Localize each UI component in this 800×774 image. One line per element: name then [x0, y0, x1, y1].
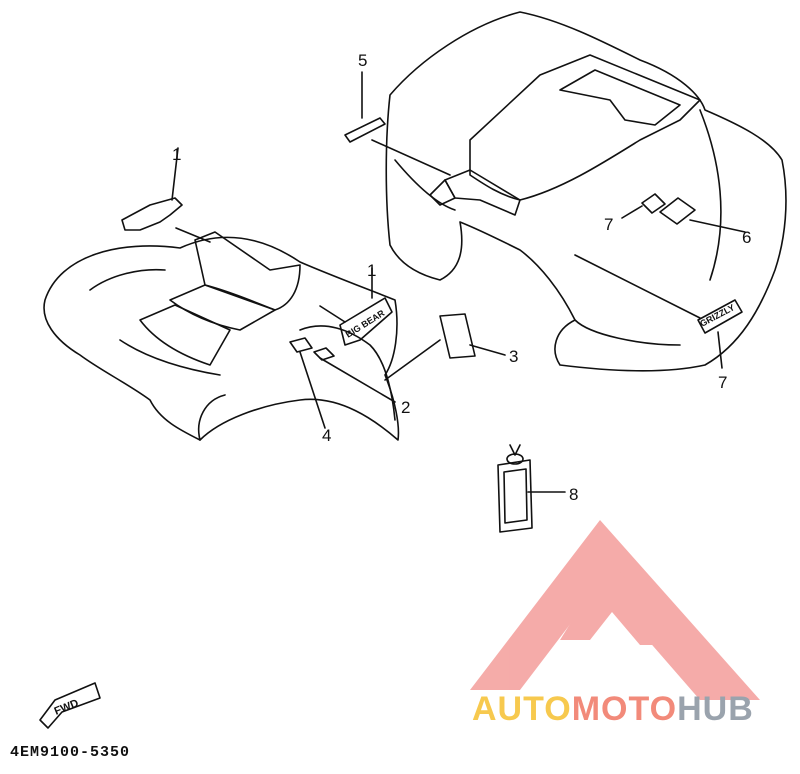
front-fender [43, 231, 400, 441]
rear-decal-6 [659, 197, 696, 225]
rear-decal-5 [344, 117, 386, 143]
diagram-code: 4EM9100-5350 [10, 744, 131, 761]
watermark-brand: AUTOMOTOHUB [472, 690, 754, 729]
callout-1-front: 1 [172, 145, 181, 164]
decal-3 [439, 313, 476, 359]
callout-8: 8 [569, 485, 578, 504]
front-emblem-decal [121, 197, 183, 231]
rear-fender [385, 11, 787, 372]
callout-7-lower: 7 [718, 373, 727, 392]
callout-3: 3 [509, 347, 518, 366]
hang-tag-decal [497, 444, 533, 533]
fwd-arrow-icon [39, 682, 101, 729]
watermark-logo-icon [470, 520, 760, 700]
rear-decal-7-small [641, 193, 666, 214]
watermark-part-moto: MOTO [571, 690, 678, 728]
callout-7-upper: 7 [604, 215, 613, 234]
rear-graphic-decal [697, 299, 743, 334]
callout-2: 2 [401, 398, 410, 417]
callout-5: 5 [358, 51, 367, 70]
watermark-part-hub: HUB [677, 690, 754, 728]
callout-4: 4 [322, 426, 331, 445]
callout-6: 6 [742, 228, 751, 247]
front-graphic-decal [339, 297, 393, 346]
decal-4 [289, 337, 313, 353]
rear-decal-text: GRIZZLY [698, 302, 736, 329]
decal-2 [313, 347, 335, 361]
callout-1-graphic: 1 [367, 261, 376, 280]
watermark-part-auto: AUTO [472, 690, 572, 728]
fwd-label: FWD [53, 697, 81, 718]
